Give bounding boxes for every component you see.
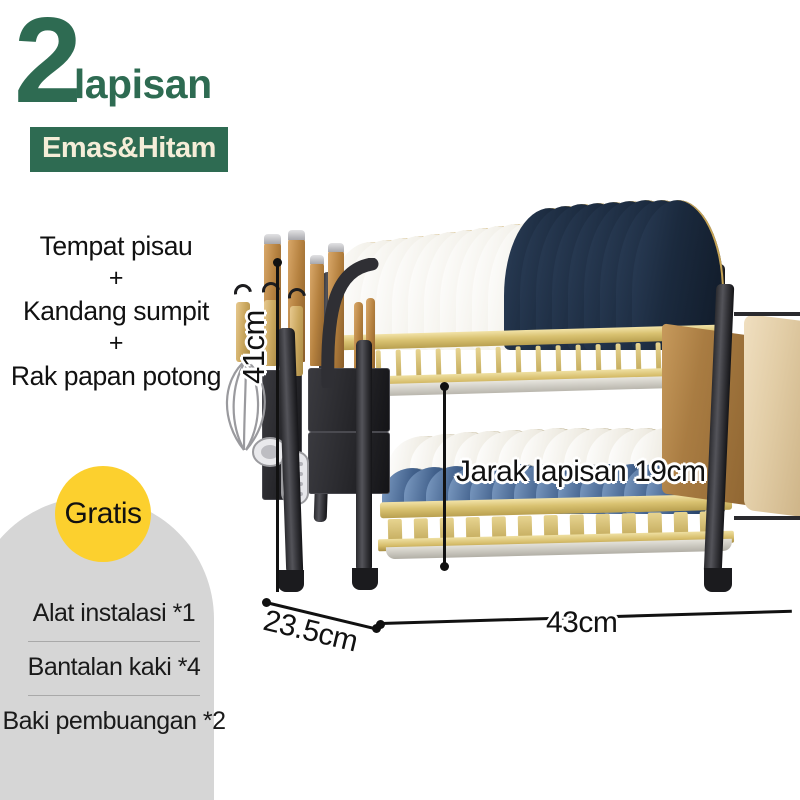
whisk-handle bbox=[236, 302, 250, 362]
whisk-icon bbox=[225, 359, 266, 451]
width-dim-label: 43cm bbox=[546, 606, 618, 639]
knife-cap bbox=[328, 243, 344, 252]
knife-cap bbox=[264, 234, 281, 244]
free-item-install-tool: Alat instalasi *1 bbox=[32, 599, 196, 627]
knife-cap bbox=[288, 230, 305, 240]
free-item-divider bbox=[28, 641, 200, 642]
depth-dim-dot-end bbox=[372, 624, 381, 633]
tier-count-word: lapisan bbox=[73, 60, 212, 107]
feature-item-chopstick-cage: Kandang sumpit bbox=[23, 295, 209, 326]
free-item-divider bbox=[28, 695, 200, 696]
front-left-foot bbox=[278, 570, 304, 592]
tier-headline: 2 lapisan bbox=[14, 0, 244, 128]
upper-tier-plates bbox=[328, 190, 728, 350]
ladle-handle bbox=[264, 300, 278, 366]
feature-item-knife-holder: Tempat pisau bbox=[39, 231, 193, 261]
feature-list: Tempat pisau + Kandang sumpit + Rak papa… bbox=[0, 228, 232, 394]
chopstick-cage-lower bbox=[308, 432, 390, 494]
variant-badge: Emas&Hitam bbox=[30, 126, 228, 172]
depth-dim-dot-start bbox=[262, 598, 271, 607]
tier-gap-dim-dot-bottom bbox=[440, 562, 449, 571]
free-item-drip-tray: Baki pembuangan *2 bbox=[2, 707, 226, 735]
mid-left-post bbox=[356, 340, 372, 572]
free-badge: Gratis bbox=[55, 466, 151, 562]
height-dim-label: 41cm bbox=[236, 310, 271, 384]
knife-cap bbox=[310, 255, 324, 264]
left-side-arch bbox=[321, 258, 379, 388]
free-item-foot-pads: Bantalan kaki *4 bbox=[27, 653, 201, 681]
feature-plus-1: + bbox=[108, 264, 124, 293]
feature-plus-2: + bbox=[108, 328, 124, 357]
front-right-foot bbox=[704, 568, 732, 592]
chopstick-bundle bbox=[366, 298, 375, 380]
product-illustration bbox=[210, 180, 800, 640]
knife-handle bbox=[310, 262, 324, 366]
mid-left-foot bbox=[352, 568, 378, 590]
width-dim-dot-start bbox=[376, 620, 385, 629]
tier-count-number: 2 bbox=[14, 0, 82, 128]
headline-block: 2 lapisan Emas&Hitam bbox=[14, 0, 244, 172]
cutting-board-rack-wire bbox=[734, 312, 800, 520]
feature-item-cutting-board-rack: Rak papan potong bbox=[10, 360, 222, 391]
height-dim-line bbox=[276, 262, 279, 592]
height-dim-dot-top bbox=[273, 258, 282, 267]
tier-gap-dim-line bbox=[443, 386, 446, 568]
tier-gap-dim-label: Jarak lapisan 19cm bbox=[456, 455, 706, 488]
tier-gap-dim-dot-top bbox=[440, 382, 449, 391]
free-items-list: Alat instalasi *1 Bantalan kaki *4 Baki … bbox=[0, 588, 228, 749]
